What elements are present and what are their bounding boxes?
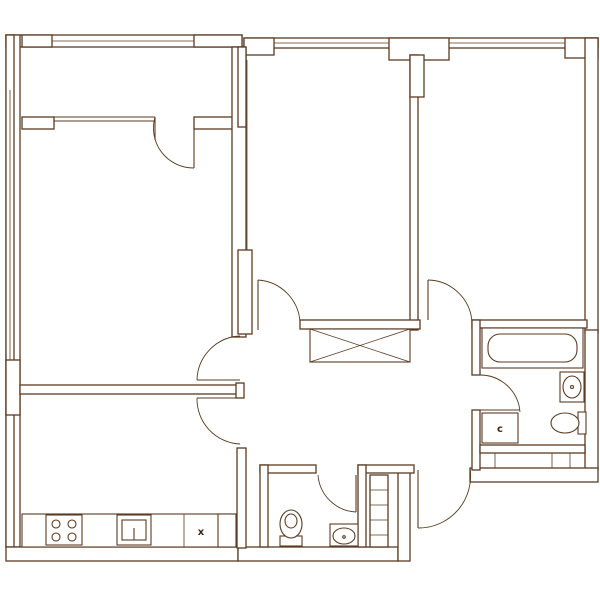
wall-divider-end [235, 382, 245, 399]
windows [9, 40, 565, 360]
vent-shaft-cross-2 [309, 328, 411, 363]
door-1-swing [153, 116, 195, 169]
exterior-walls [5, 34, 599, 562]
burner-2 [67, 519, 77, 529]
top-pier-3 [243, 37, 275, 56]
bathtub-basin [487, 333, 578, 363]
wall-mid-bottom [299, 319, 421, 330]
stove [45, 514, 83, 546]
wall-wc-right [357, 464, 367, 548]
burner-3 [51, 532, 61, 542]
washer [481, 412, 519, 444]
door-3-swing [427, 279, 473, 323]
stove-marker: x [198, 527, 205, 538]
bottom-wall-left [5, 546, 239, 562]
burner-1 [51, 519, 61, 529]
wall-left-divider [19, 384, 241, 395]
wall-kitchen-right [236, 447, 247, 549]
wall-bath-left-low [471, 409, 481, 471]
bottom-wall-right [469, 467, 599, 483]
top-pier-2 [193, 34, 243, 48]
wall-mid-right-top [409, 54, 425, 98]
bath-toilet-bowl [550, 412, 580, 434]
bottom-wall-mid [237, 546, 399, 562]
door-8-swing [417, 467, 472, 529]
shaft-1 [369, 474, 389, 548]
door-2-swing [257, 279, 301, 323]
door-7-swing [317, 474, 357, 513]
right-wall-lower [584, 329, 599, 471]
fixtures: c x [21, 327, 587, 548]
top-pier-1 [21, 34, 53, 48]
door-5-swing [196, 397, 241, 445]
doors [153, 116, 521, 529]
burner-4 [67, 532, 77, 542]
fridge [217, 513, 237, 548]
wc-toilet-seat [284, 513, 298, 529]
washer-marker: c [497, 424, 503, 435]
bath-sink-drain [569, 384, 575, 390]
bottom-right-return [397, 469, 411, 562]
bath-shelf [479, 444, 586, 454]
wall-left-mid-low [237, 249, 253, 335]
door-4-swing [196, 335, 241, 381]
partition-tl-1 [21, 116, 55, 130]
interior-walls [19, 46, 588, 549]
door-6-swing [479, 374, 521, 413]
wall-bath-left [471, 319, 481, 376]
left-pier [5, 359, 21, 416]
wall-wc-left [259, 464, 269, 548]
right-wall [584, 37, 599, 334]
wall-bath-top [471, 319, 588, 329]
wc-sink-drain [342, 535, 346, 539]
wall-left-mid-thick [237, 46, 247, 128]
